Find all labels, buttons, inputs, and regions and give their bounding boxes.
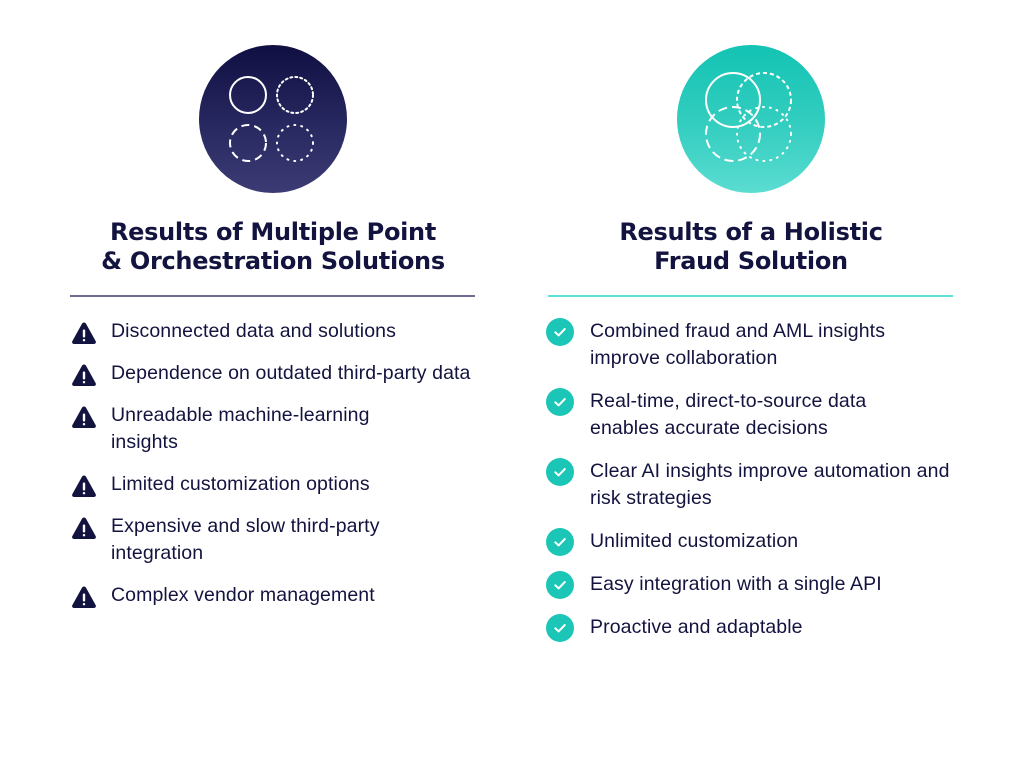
warning-triangle-icon [72,364,96,386]
warning-triangle-icon [72,406,96,428]
list-item: Limited customization options [70,471,490,498]
list-item: Unlimited customization [546,528,968,556]
item-text: Complex vendor management [111,584,375,606]
warning-triangle-icon [72,517,96,539]
item-text: Real-time, direct-to-source data enables… [590,390,867,439]
check-circle-icon [546,614,574,642]
item-text: Combined fraud and AML insights improve … [590,320,886,369]
title-line-1: Results of a Holistic [619,218,883,246]
item-text: Easy integration with a single API [590,573,882,595]
point-solutions-badge [199,45,347,193]
list-item: Expensive and slow third-party integrati… [70,513,490,567]
item-text: Unlimited customization [590,530,799,552]
check-circle-icon [546,388,574,416]
holistic-solution-title: Results of a Holistic Fraud Solution [548,218,954,276]
warning-triangle-icon [72,475,96,497]
benefits-list: Combined fraud and AML insights improve … [546,318,968,657]
warning-triangle-icon [72,322,96,344]
divider [70,295,475,297]
title-line-2: & Orchestration Solutions [101,247,445,275]
item-text: Unreadable machine-learning insights [111,404,370,453]
list-item: Proactive and adaptable [546,614,968,642]
check-circle-icon [546,318,574,346]
list-item: Easy integration with a single API [546,571,968,599]
list-item: Combined fraud and AML insights improve … [546,318,968,372]
list-item: Disconnected data and solutions [70,318,490,345]
item-text: Clear AI insights improve automation and… [590,460,950,509]
list-item: Real-time, direct-to-source data enables… [546,388,968,442]
list-item: Clear AI insights improve automation and… [546,458,968,512]
item-text: Proactive and adaptable [590,616,803,638]
item-text: Limited customization options [111,473,370,495]
check-circle-icon [546,528,574,556]
item-text: Dependence on outdated third-party data [111,362,471,384]
title-line-1: Results of Multiple Point [109,218,437,246]
separate-circles-icon [229,76,314,162]
list-item: Complex vendor management [70,582,490,609]
holistic-solution-badge [677,45,825,193]
list-item: Unreadable machine-learning insights [70,402,490,456]
title-line-2: Fraud Solution [654,247,848,275]
list-item: Dependence on outdated third-party data [70,360,490,387]
divider [548,295,953,297]
overlapping-circles-icon [705,72,792,162]
check-circle-icon [546,458,574,486]
drawbacks-list: Disconnected data and solutions Dependen… [70,318,490,624]
check-circle-icon [546,571,574,599]
item-text: Disconnected data and solutions [111,320,396,342]
point-solutions-title: Results of Multiple Point & Orchestratio… [70,218,476,276]
warning-triangle-icon [72,586,96,608]
item-text: Expensive and slow third-party integrati… [111,515,380,564]
